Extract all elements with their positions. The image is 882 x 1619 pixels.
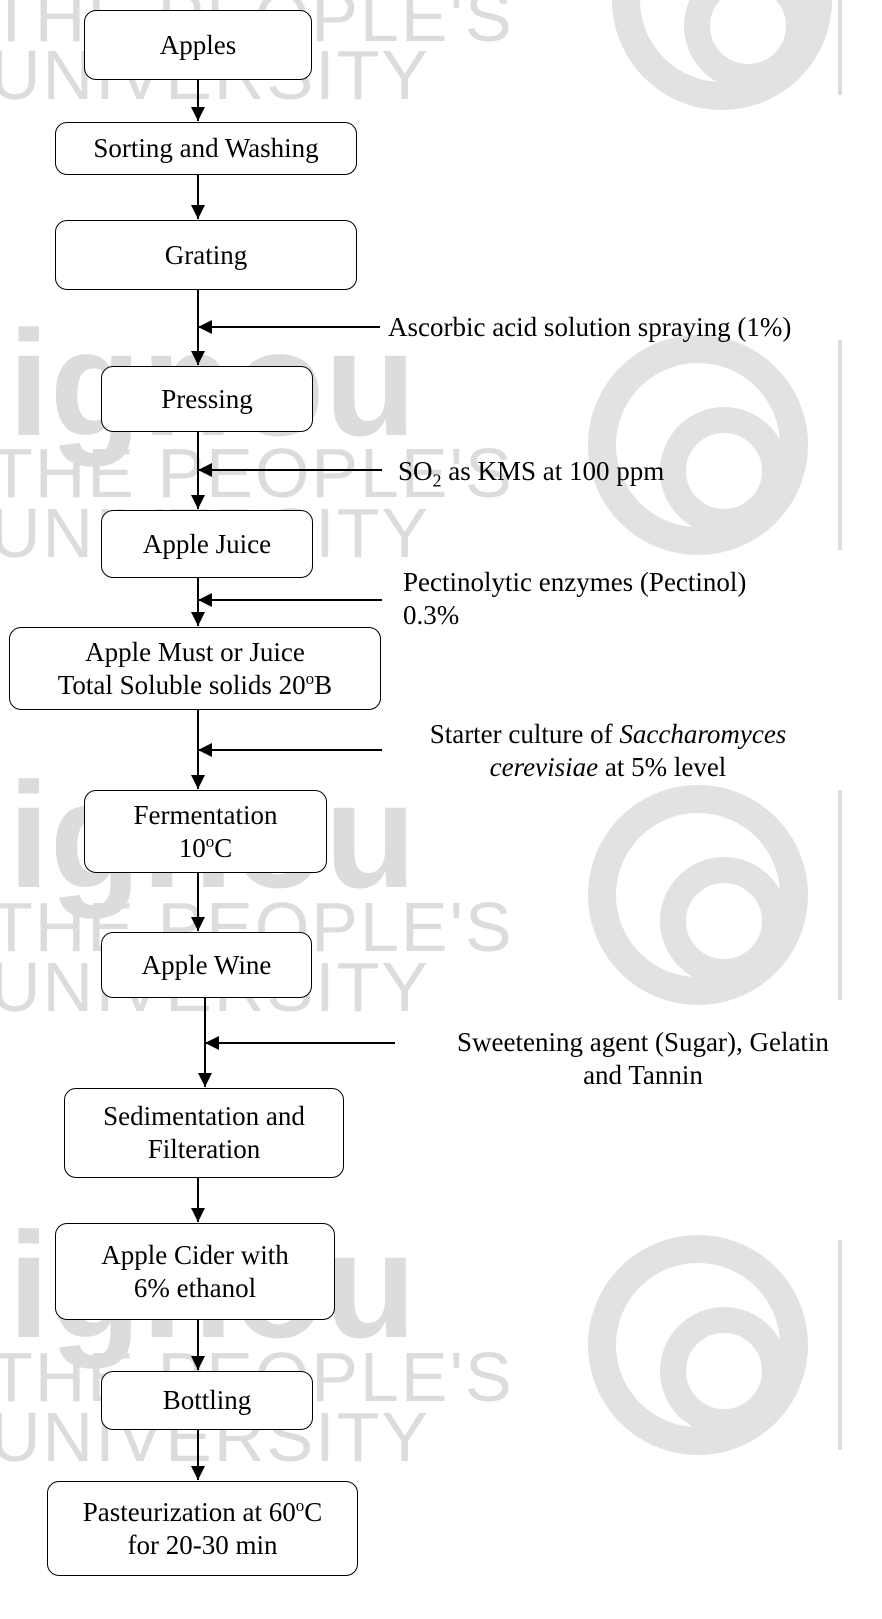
step-label-line-1: Sedimentation and [103,1101,305,1132]
step-apple-cider: Apple Cider with 6% ethanol [55,1223,335,1320]
addition-label-line-2: and Tannin [583,1059,703,1090]
step-pressing: Pressing [101,366,313,432]
step-fermentation: Fermentation 10oC [84,790,327,873]
addition-label-line-1: Starter culture of Saccharomyces [429,719,787,749]
step-apples: Apples [84,10,312,80]
watermark-bar-1 [838,0,842,95]
step-label: Pressing [161,383,253,414]
watermark-bar-2 [838,340,842,550]
addition-sweetening-agent: Sweetening agent (Sugar), Gelatin and Ta… [413,1026,873,1092]
step-label-line-1: Pasteurization at 60oC [82,1495,323,1527]
watermark-bar-4 [838,1240,842,1450]
step-label: Apples [159,29,237,60]
step-sorting-and-washing: Sorting and Washing [55,122,357,175]
step-bottling: Bottling [101,1371,313,1430]
step-grating: Grating [55,220,357,290]
step-pasteurization: Pasteurization at 60oC for 20-30 min [47,1481,358,1576]
step-label-line-2: Total Soluble solids 20oB [57,668,333,700]
addition-label-line-2: 0.3% [403,599,460,630]
step-apple-must: Apple Must or Juice Total Soluble solids… [9,627,381,710]
step-label: Grating [164,239,248,270]
addition-label: Ascorbic acid solution spraying (1%) [388,312,792,342]
addition-so2-kms: SO2 as KMS at 100 ppm [398,455,665,491]
watermark-text-3: THE PEOPLE'S [0,434,514,512]
addition-starter-culture: Starter culture of Saccharomyces cerevis… [401,718,815,784]
step-label-line-2: 6% ethanol [133,1272,257,1303]
step-label-line-2: Filteration [147,1134,261,1164]
step-label: Sorting and Washing [93,133,319,164]
addition-ascorbic-acid: Ascorbic acid solution spraying (1%) [388,311,791,344]
step-label-line-2: 10oC [178,831,233,863]
step-sedimentation-and-filteration: Sedimentation and Filteration [64,1088,344,1178]
addition-label-line-1: Sweetening agent (Sugar), Gelatin [457,1027,829,1057]
step-apple-juice: Apple Juice [101,510,313,578]
step-apple-wine: Apple Wine [101,932,312,998]
step-label-line-1: Apple Must or Juice [85,636,305,667]
addition-pectinolytic-enzymes: Pectinolytic enzymes (Pectinol) 0.3% [403,566,746,632]
step-label-line-1: Apple Cider with [101,1239,289,1270]
step-label: Apple Wine [141,949,272,980]
addition-label: SO2 as KMS at 100 ppm [398,456,665,491]
addition-label-line-2: cerevisiae at 5% level [489,751,727,782]
addition-label-line-1: Pectinolytic enzymes (Pectinol) [403,567,747,597]
step-label-line-1: Fermentation [133,799,278,830]
step-label: Bottling [162,1385,252,1416]
step-label-line-2: for 20-30 min [127,1529,278,1560]
step-label: Apple Juice [142,528,272,559]
watermark-bar-3 [838,790,842,1000]
